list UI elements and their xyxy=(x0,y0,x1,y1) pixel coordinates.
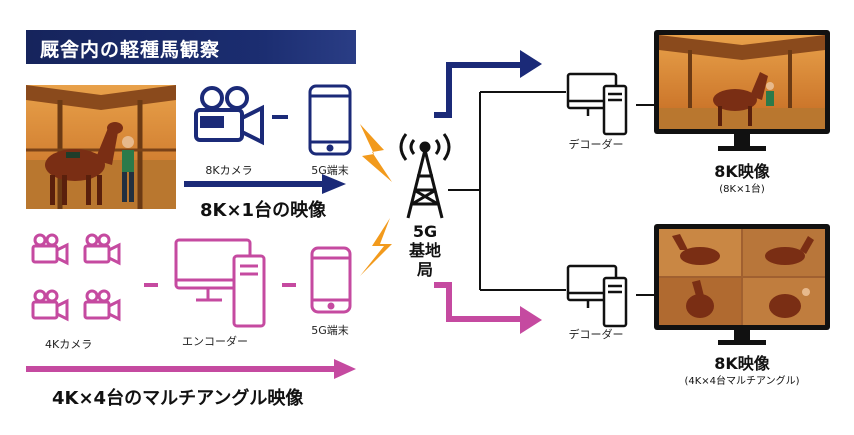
title-bar xyxy=(26,30,356,64)
4k-stream-arrow xyxy=(26,359,356,379)
5g-terminal-icon xyxy=(308,84,352,156)
lightning-icon xyxy=(360,124,392,182)
4k-camera-icon xyxy=(83,289,121,322)
multi-angle-monitor xyxy=(654,224,830,345)
4k-camera-label: 4Kカメラ xyxy=(45,338,93,351)
output-title: 8K映像 xyxy=(714,162,770,181)
page-title: 厩舎内の軽種馬観察 xyxy=(40,39,221,61)
network-lines xyxy=(448,91,654,296)
8k-stream-arrow xyxy=(184,174,346,194)
base-station-line2: 基地局 xyxy=(408,241,441,279)
output-subtitle: (8K×1台) xyxy=(719,184,765,195)
output-subtitle: (4K×4台マルチアングル) xyxy=(684,376,800,387)
4k-camera-icon xyxy=(31,289,69,322)
8k-output-arrow xyxy=(434,50,542,118)
5g-terminal-icon xyxy=(310,246,352,314)
lightning-icon xyxy=(360,218,392,276)
base-station-label: 5G 基地局 xyxy=(402,222,448,279)
output-title: 8K映像 xyxy=(714,354,770,373)
4k-stream-caption: 4K×4台のマルチアングル映像 xyxy=(52,388,304,409)
base-station-line1: 5G xyxy=(412,222,438,241)
8k-stream-caption: 8K×1台の映像 xyxy=(200,200,327,221)
8k-camera-icon xyxy=(194,86,264,146)
decoder-icon xyxy=(566,72,628,136)
4k-camera-icons xyxy=(31,233,121,322)
8k-camera-label: 8Kカメラ xyxy=(205,164,253,177)
cell-tower-icon xyxy=(399,133,451,219)
stable-horse-illustration xyxy=(26,85,176,209)
4k-camera-icon xyxy=(31,233,69,266)
decoder-icon xyxy=(566,264,628,328)
8k-monitor xyxy=(654,30,830,151)
decoder-label: デコーダー xyxy=(568,138,624,151)
5g-terminal-label: 5G端末 xyxy=(311,164,349,177)
4k-camera-icon xyxy=(83,233,121,266)
encoder-label: エンコーダー xyxy=(182,335,248,348)
4k-output-arrow xyxy=(434,282,542,334)
5g-terminal-label: 5G端末 xyxy=(311,324,349,337)
decoder-label: デコーダー xyxy=(568,328,624,341)
encoder-icon xyxy=(174,238,266,328)
